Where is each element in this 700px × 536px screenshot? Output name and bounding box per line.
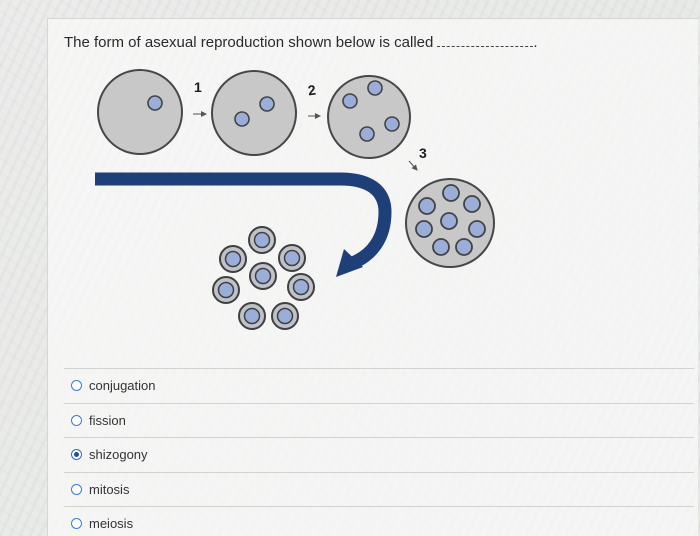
answer-option-label: conjugation	[89, 378, 156, 394]
step-label-1: 1	[194, 79, 202, 95]
nucleus	[415, 220, 433, 238]
nucleus	[367, 80, 383, 96]
nucleus	[384, 116, 400, 132]
answer-blank	[437, 46, 534, 47]
answer-option-label: mitosis	[89, 481, 130, 497]
merozoite	[238, 302, 266, 330]
radio-button[interactable]	[71, 380, 82, 392]
answer-option-mitosis[interactable]: mitosis	[64, 471, 694, 507]
blank-suffix: .	[533, 34, 538, 51]
nucleus	[463, 195, 481, 213]
nucleus	[342, 93, 358, 109]
nucleus	[418, 197, 436, 215]
answer-option-label: fission	[89, 412, 126, 428]
radio-button[interactable]	[71, 414, 82, 426]
schizont-cell	[405, 178, 495, 268]
answer-option-meiosis[interactable]: meiosis	[64, 506, 694, 536]
radio-button[interactable]	[71, 483, 82, 495]
merozoite	[271, 302, 299, 330]
nucleus	[432, 238, 450, 256]
answer-option-label: shizogony	[89, 447, 148, 463]
question-prompt: The form of asexual reproduction shown b…	[64, 34, 538, 51]
nucleus	[442, 184, 460, 202]
cell-stage-1	[97, 69, 183, 155]
answer-option-conjugation[interactable]: conjugation	[64, 368, 694, 403]
merozoite	[249, 262, 277, 290]
step-label-2: 2	[307, 82, 317, 99]
nucleus	[259, 96, 275, 112]
merozoite	[278, 244, 306, 272]
nucleus	[440, 212, 458, 230]
answer-option-shizogony[interactable]: shizogony	[64, 437, 694, 472]
answer-option-fission[interactable]: fission	[64, 402, 694, 438]
cell-stage-2	[211, 70, 297, 156]
step-label-3: 3	[419, 145, 427, 161]
cell-stage-3	[327, 75, 411, 159]
arrow-3	[408, 160, 418, 171]
radio-button-selected[interactable]	[71, 449, 82, 461]
radio-button[interactable]	[71, 518, 82, 530]
merozoite	[287, 273, 315, 301]
merozoite	[212, 276, 240, 304]
answer-option-label: meiosis	[89, 516, 134, 532]
nucleus	[359, 126, 375, 142]
released-merozoites	[212, 226, 315, 330]
question-text: The form of asexual reproduction shown b…	[64, 34, 434, 51]
merozoite	[219, 245, 247, 273]
nucleus	[468, 220, 486, 238]
release-arrow	[95, 172, 392, 277]
answer-options: conjugation fission shizogony mitosis me…	[64, 368, 694, 536]
merozoite	[248, 226, 276, 254]
nucleus	[147, 95, 163, 111]
nucleus	[455, 238, 473, 256]
nucleus	[234, 111, 250, 127]
